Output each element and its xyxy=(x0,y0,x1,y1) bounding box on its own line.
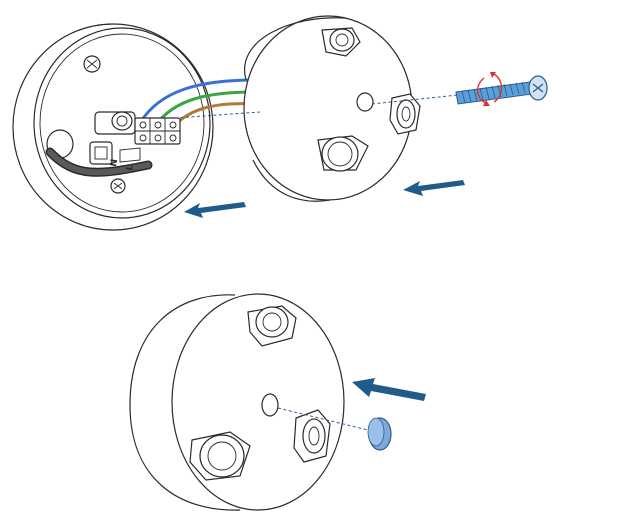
top-knob-icon-2 xyxy=(247,305,297,347)
side-screw-boss-icon xyxy=(389,93,421,135)
lamp-body-step2 xyxy=(129,293,345,511)
step1-illustration: N L xyxy=(12,15,548,231)
plate-screw-top-icon xyxy=(83,55,101,73)
lamp-body-step1 xyxy=(243,15,421,202)
terminal-label-n: N xyxy=(109,158,120,167)
arrow-icon-2 xyxy=(403,180,465,196)
mounting-plate xyxy=(12,23,214,231)
alignment-line-3 xyxy=(277,407,377,433)
arrow-icon-1 xyxy=(184,202,246,218)
top-knob-icon xyxy=(321,27,361,57)
screw-icon xyxy=(455,75,548,105)
plate-screw-bottom-icon xyxy=(110,178,126,194)
rotation-arrow-icon xyxy=(477,72,503,106)
blue-wire xyxy=(138,78,256,124)
step2-illustration xyxy=(129,293,426,511)
bottom-knob-icon-2 xyxy=(189,431,251,481)
side-screw-boss-icon-2 xyxy=(293,409,331,463)
cap-plug-icon xyxy=(367,417,392,451)
center-hole-2 xyxy=(261,393,279,417)
center-hole xyxy=(356,92,374,112)
terminal-block: N L xyxy=(109,117,181,172)
alignment-line-2 xyxy=(371,94,459,105)
bottom-knob-icon xyxy=(317,135,369,172)
arrow-icon-3 xyxy=(352,378,426,401)
terminal-label-l: L xyxy=(125,164,136,172)
